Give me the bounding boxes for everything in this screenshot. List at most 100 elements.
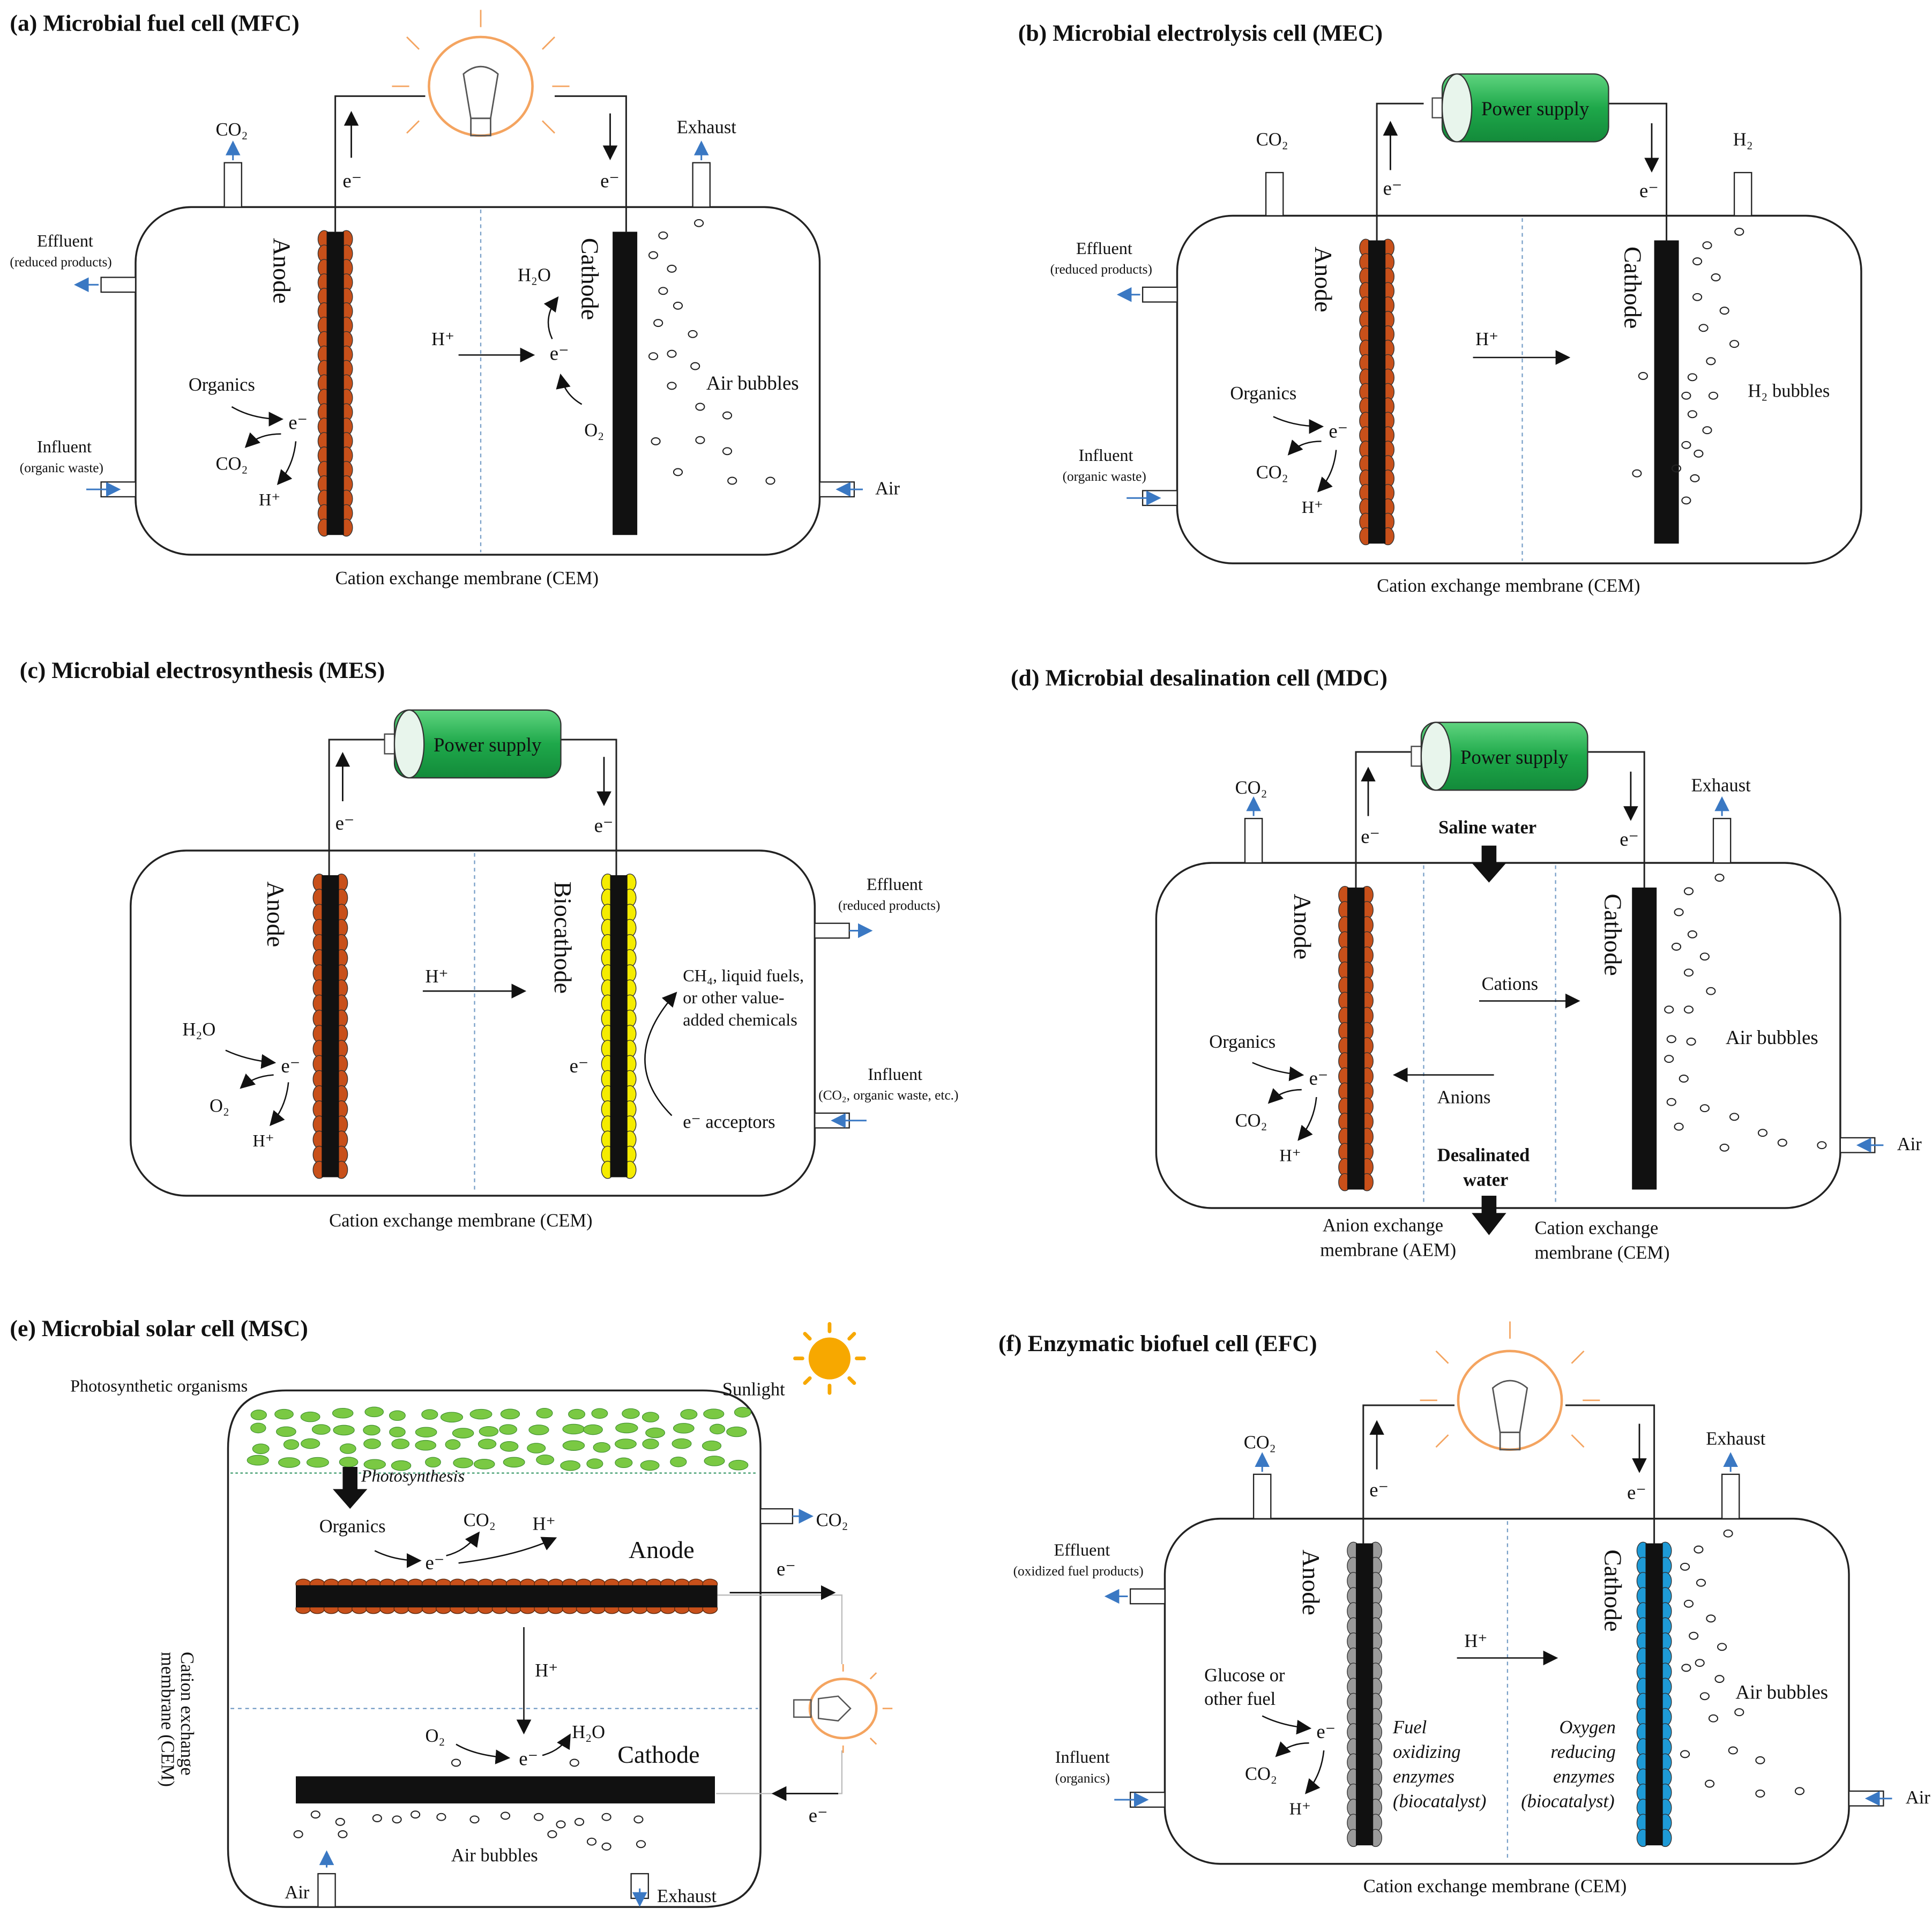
cations-label: Cations xyxy=(1482,974,1538,994)
anode-label: Anode xyxy=(629,1536,695,1563)
external-circuit xyxy=(328,739,617,875)
power-supply-label: Power supply xyxy=(1481,98,1590,120)
algae-cell xyxy=(615,1457,633,1469)
algae-cell xyxy=(734,1407,751,1418)
bubble xyxy=(1681,1664,1691,1672)
bubble xyxy=(1687,930,1697,938)
bubble xyxy=(667,382,677,390)
bubble xyxy=(722,411,733,420)
reactor-chamber xyxy=(1163,1517,1850,1865)
effluent-label: Effluent xyxy=(37,231,93,250)
bubble xyxy=(1683,1599,1694,1608)
cathode-label: Cathode xyxy=(1619,247,1646,329)
algae-cell xyxy=(421,1409,438,1420)
bubble xyxy=(1674,908,1684,916)
co2-label: CO₂ xyxy=(1256,462,1288,482)
algae-cell xyxy=(528,1425,549,1435)
bubble xyxy=(601,1842,611,1851)
air-inlet-port xyxy=(317,1873,336,1908)
gas-outlet-port xyxy=(1733,172,1752,217)
water-label: H₂O xyxy=(182,1019,215,1040)
membrane-label: Cation exchange xyxy=(177,1652,197,1776)
proton-label: H⁺ xyxy=(431,329,454,349)
co2-label: CO₂ xyxy=(216,120,248,140)
bubble xyxy=(1734,227,1744,236)
bubble xyxy=(1666,1098,1676,1106)
bubble xyxy=(1683,1005,1694,1014)
bubble xyxy=(1714,1675,1725,1683)
bubble xyxy=(451,1758,461,1767)
air-label: Air xyxy=(1906,1787,1931,1808)
bubble xyxy=(1694,449,1704,458)
exhaust-label: Exhaust xyxy=(657,1886,717,1906)
proton-label: H⁺ xyxy=(1302,497,1323,517)
algae-cell xyxy=(425,1457,441,1468)
bubble xyxy=(1699,1104,1710,1113)
algae-cell xyxy=(333,1425,355,1436)
algae-cell xyxy=(301,1438,320,1449)
algae-cell xyxy=(389,1427,406,1437)
bubble xyxy=(673,301,683,310)
algae-cell xyxy=(680,1409,698,1420)
bubbles-label: Air bubbles xyxy=(1735,1681,1828,1703)
bubble xyxy=(1734,1708,1744,1717)
anode-electrode xyxy=(295,1578,718,1614)
bubble xyxy=(1719,1143,1729,1152)
algae-cell xyxy=(363,1438,381,1449)
panel-title: (d) Microbial desalination cell (MDC) xyxy=(1011,665,1388,691)
electron-label: e⁻ xyxy=(594,815,614,837)
anode-electrode xyxy=(317,230,353,537)
co2-label: CO₂ xyxy=(816,1510,848,1530)
influent-sublabel: (organic waste) xyxy=(1063,469,1146,484)
bubble xyxy=(1717,1643,1727,1651)
panel-title: (f) Enzymatic biofuel cell (EFC) xyxy=(998,1331,1317,1356)
bubble xyxy=(1728,1746,1738,1755)
enzyme-label: enzymes xyxy=(1553,1767,1615,1787)
cathode-label: Cathode xyxy=(1600,1549,1627,1631)
proton-label: H⁺ xyxy=(1475,329,1498,349)
biocathode-electrode xyxy=(601,874,637,1179)
organics-label: Organics xyxy=(1230,383,1296,404)
algae-cell xyxy=(670,1456,687,1467)
algae-cell xyxy=(364,1406,384,1418)
h2-bubbles xyxy=(1632,227,1744,505)
electron-label: e⁻ xyxy=(1627,1481,1646,1503)
effluent-port xyxy=(1142,286,1178,303)
bubble xyxy=(1817,1141,1827,1150)
enzyme-label: Fuel xyxy=(1392,1717,1427,1738)
air-bubbles xyxy=(648,219,775,485)
bubble xyxy=(1664,1055,1674,1063)
products-label: added chemicals xyxy=(683,1010,797,1030)
saline-inflow-arrow xyxy=(1472,845,1506,883)
bubble xyxy=(1708,391,1719,400)
algae-cell xyxy=(478,1438,497,1450)
proton-label: H⁺ xyxy=(253,1131,274,1150)
enzyme-label: (biocatalyst) xyxy=(1393,1791,1486,1812)
bubbles-label: Air bubbles xyxy=(706,372,799,394)
power-supply-label: Power supply xyxy=(434,734,542,756)
external-circuit xyxy=(1362,1404,1655,1544)
bubble xyxy=(667,264,677,273)
algae-cell xyxy=(250,1422,266,1434)
gas-outlet-port xyxy=(1265,172,1284,217)
bubble xyxy=(310,1810,320,1819)
bubble xyxy=(1671,464,1682,473)
bubble xyxy=(1702,426,1712,435)
bubble xyxy=(667,349,677,358)
co2-label: CO₂ xyxy=(1235,1110,1267,1131)
algae-cell xyxy=(306,1457,329,1468)
bubble xyxy=(1694,1545,1704,1554)
influent-label: Influent xyxy=(37,437,92,456)
bubble xyxy=(1692,293,1703,301)
anode-electrode xyxy=(1338,886,1374,1191)
bubble xyxy=(673,468,683,476)
battery-icon: Power supply xyxy=(1411,721,1588,791)
bubble xyxy=(688,330,698,338)
bubble xyxy=(1666,1035,1676,1044)
bubble xyxy=(372,1814,382,1822)
algae-cell xyxy=(339,1457,359,1467)
exhaust-label: Exhaust xyxy=(1706,1429,1766,1449)
bubble xyxy=(411,1810,421,1819)
air-bubbles xyxy=(293,1758,646,1851)
cathode-label: Cathode xyxy=(577,238,604,320)
